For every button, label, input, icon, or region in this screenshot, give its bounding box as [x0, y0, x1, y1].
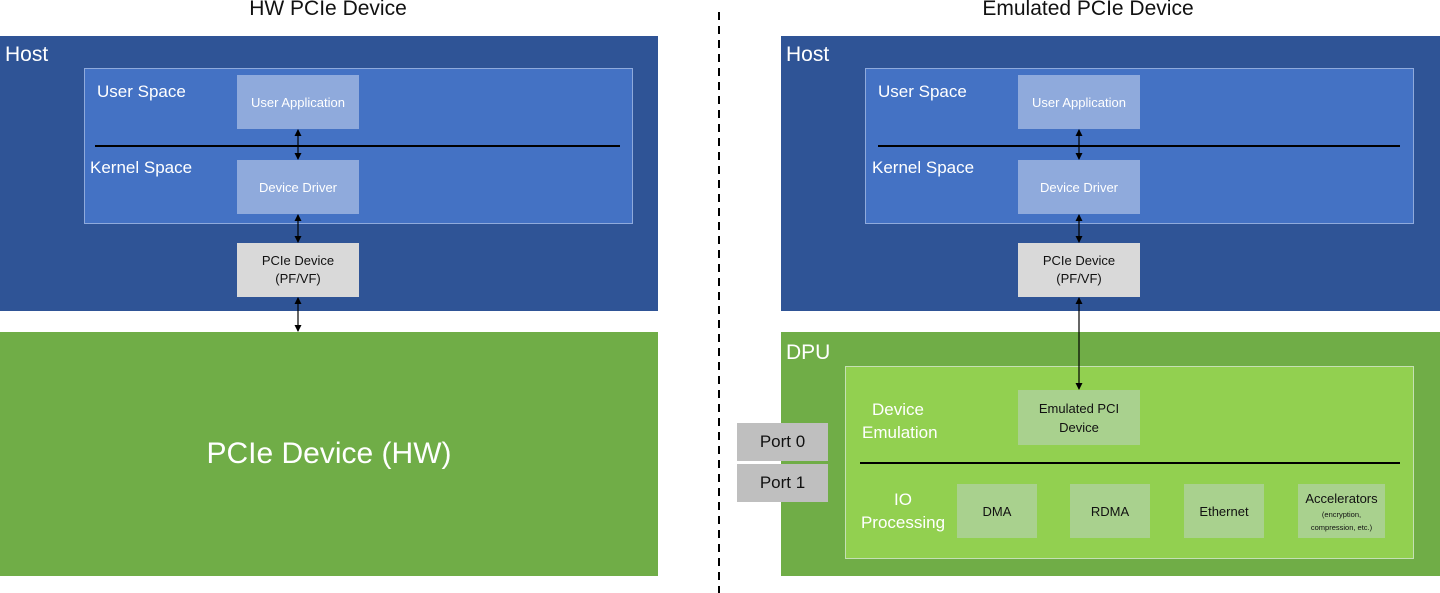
emulation-io-divider — [860, 462, 1400, 464]
ethernet-box: Ethernet — [1184, 484, 1264, 538]
right-device-driver-box: Device Driver — [1018, 160, 1140, 214]
pcie-device-hw-box: PCIe Device (HW) — [0, 332, 658, 576]
device-emulation-line1: Device — [872, 400, 924, 419]
right-pcie-device-box: PCIe Device (PF/VF) — [1018, 243, 1140, 297]
right-pcie-device-line1: PCIe Device — [1042, 253, 1116, 268]
device-emulation-label: Device Emulation — [862, 398, 938, 444]
right-user-space-label: User Space — [878, 82, 967, 101]
accelerators-box: Accelerators (encryption, compression, e… — [1298, 484, 1385, 538]
device-emulation-line2: Emulation — [862, 423, 938, 442]
left-title: HW PCIe Device — [249, 0, 407, 20]
left-user-application-box: User Application — [237, 75, 359, 129]
emulated-pci-device-box: Emulated PCI Device — [1018, 390, 1140, 445]
emulated-pci-line2: Device — [1059, 419, 1099, 435]
io-processing-label: IO Processing — [860, 488, 946, 534]
right-title: Emulated PCIe Device — [982, 0, 1194, 20]
right-user-application-box: User Application — [1018, 75, 1140, 129]
io-processing-line2: Processing — [860, 513, 946, 532]
left-device-driver-box: Device Driver — [237, 160, 359, 214]
rdma-box: RDMA — [1070, 484, 1150, 538]
left-kernel-space-label: Kernel Space — [90, 158, 193, 177]
dpu-label: DPU — [786, 341, 831, 364]
left-user-kernel-divider — [95, 145, 620, 147]
left-host-label: Host — [5, 43, 49, 66]
dma-box: DMA — [957, 484, 1037, 538]
right-user-kernel-divider — [878, 145, 1400, 147]
port-1: Port 1 — [737, 464, 828, 502]
accelerators-note-line2: compression, etc.) — [1310, 522, 1373, 532]
left-pcie-device-line2: (PF/VF) — [275, 271, 321, 286]
left-pcie-device-line1: PCIe Device — [261, 253, 335, 268]
left-user-space-label: User Space — [97, 82, 186, 101]
port-0: Port 0 — [737, 423, 828, 461]
right-kernel-space-label: Kernel Space — [872, 158, 975, 177]
io-processing-line1: IO — [894, 490, 912, 509]
right-pcie-device-line2: (PF/VF) — [1056, 271, 1102, 286]
accelerators-title: Accelerators — [1305, 490, 1378, 506]
right-host-label: Host — [786, 43, 830, 66]
emulated-pci-line1: Emulated PCI — [1038, 400, 1120, 416]
accelerators-note-line1: (encryption, — [1321, 509, 1362, 519]
left-pcie-device-box: PCIe Device (PF/VF) — [237, 243, 359, 297]
